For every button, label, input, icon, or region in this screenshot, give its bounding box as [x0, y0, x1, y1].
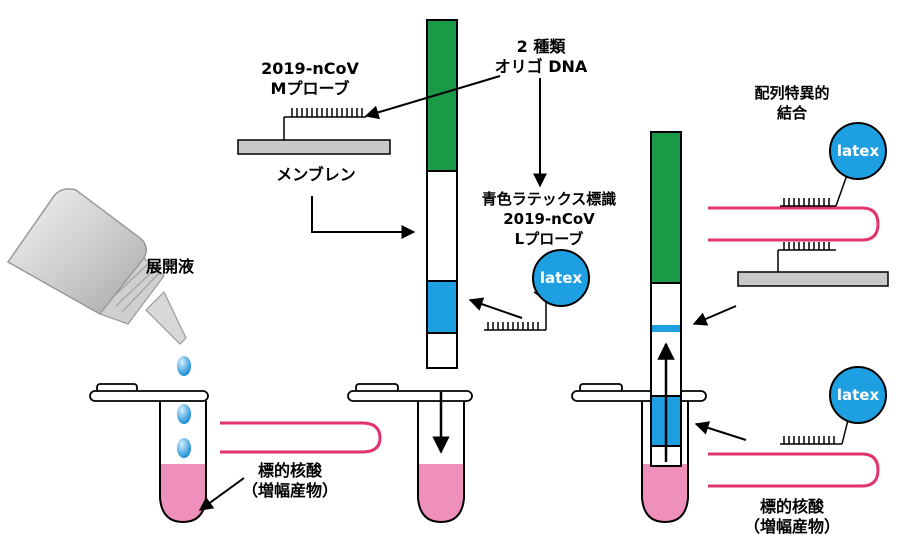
drop-2: [177, 404, 191, 424]
oligo-label-2: オリゴ DNA: [495, 57, 588, 76]
test-strip-2: [650, 131, 682, 467]
drop-1: [177, 356, 191, 376]
developer-label: 展開液: [146, 257, 195, 276]
target-label-1: 標的核酸: [258, 461, 323, 480]
target-strand-3: [708, 452, 880, 488]
blue-probe-label-2: 2019-nCoV: [503, 210, 595, 228]
bound-probes-lower: [780, 419, 849, 445]
blue-probe-label-3: Lプローブ: [515, 230, 584, 248]
complex-to-strip-arrow-2: [694, 421, 747, 441]
test-strip-1: [426, 19, 458, 369]
latex-bead-3: [829, 366, 887, 424]
drop-3: [177, 438, 191, 458]
target-strand-1: [220, 421, 382, 454]
latex-l-probe: latex: [484, 249, 590, 331]
oligo-to-m-arrow: [364, 75, 501, 120]
membrane-label: メンブレン: [276, 165, 356, 184]
bound-probes-upper: [777, 171, 849, 272]
membrane: [237, 139, 391, 155]
target-label-2: （増幅産物）: [242, 481, 338, 500]
latex-to-strip-arrow: [468, 297, 523, 319]
target2-label-1: 標的核酸: [760, 497, 825, 516]
target-strand-2: [708, 206, 880, 242]
probe-m-label-2: Mプローブ: [271, 79, 350, 98]
membrane-to-strip-arrow: [311, 196, 416, 239]
latex-label-1: latex: [540, 269, 583, 287]
latex-label-2: latex: [837, 142, 880, 160]
tube-1: [89, 383, 209, 524]
target-arrow-1: [198, 477, 245, 511]
blue-probe-label-1: 青色ラテックス標識: [482, 190, 617, 208]
tube-3: [571, 383, 707, 524]
latex-bead-2: [829, 122, 887, 180]
oligo-label-1: 2 種類: [517, 37, 567, 56]
binding-label-2: 結合: [777, 104, 808, 122]
membrane-2: [737, 271, 889, 287]
tube-2: [347, 383, 473, 524]
target2-label-2: （増幅産物）: [744, 517, 840, 536]
m-probe: [283, 108, 366, 140]
probe-m-label-1: 2019-nCoV: [261, 59, 359, 78]
latex-label-3: latex: [837, 386, 880, 404]
complex-to-strip-arrow-1: [692, 305, 737, 326]
binding-label-1: 配列特異的: [754, 84, 829, 102]
dropper-bottle: [6, 188, 187, 345]
